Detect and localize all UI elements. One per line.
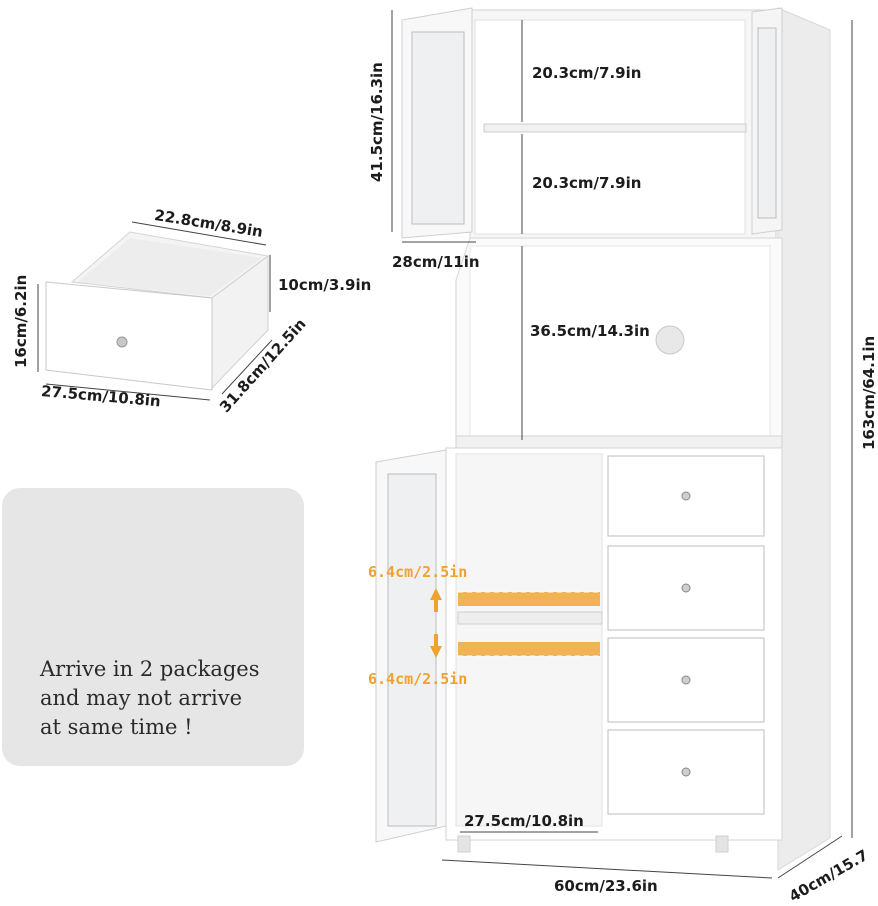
top-cabinet-depth-label: 28cm/11in bbox=[392, 253, 480, 271]
arrow-down-icon bbox=[430, 646, 442, 658]
arrow-up-icon bbox=[430, 588, 442, 600]
notice-line: Arrive in 2 packages bbox=[40, 657, 260, 681]
cabinet-illustration bbox=[375, 7, 831, 871]
total-height-label: 163cm/64.1in bbox=[860, 335, 878, 450]
dimension-lines bbox=[391, 10, 853, 879]
total-width-label: 60cm/23.6in bbox=[554, 877, 658, 895]
top-shelf bbox=[483, 123, 747, 133]
middle-open-height-label: 36.5cm/14.3in bbox=[530, 322, 650, 340]
lower-shelf bbox=[457, 611, 603, 625]
top-shelf-upper-label: 20.3cm/7.9in bbox=[532, 64, 642, 82]
drawer-knob bbox=[116, 336, 128, 348]
shelf-adjust-down-label: 6.4cm/2.5in bbox=[368, 670, 468, 688]
top-cabinet-height-label: 41.5cm/16.3in bbox=[368, 62, 386, 182]
notice-line: at same time ! bbox=[40, 715, 193, 739]
top-shelf-lower-label: 20.3cm/7.9in bbox=[532, 174, 642, 192]
package-notice-panel bbox=[2, 488, 304, 766]
cabinet-drawers bbox=[607, 455, 765, 815]
cable-hole bbox=[655, 325, 685, 355]
drawer-inner-height-label: 10cm/3.9in bbox=[278, 276, 372, 294]
drawer-front-height-label: 16cm/6.2in bbox=[12, 274, 30, 368]
lower-cabinet-width-label: 27.5cm/10.8in bbox=[464, 812, 584, 830]
package-notice-text: Arrive in 2 packages and may not arrive … bbox=[40, 655, 260, 742]
shelf-adjust-up-label: 6.4cm/2.5in bbox=[368, 563, 468, 581]
drawer-illustration bbox=[37, 221, 273, 401]
notice-line: and may not arrive bbox=[40, 686, 243, 710]
